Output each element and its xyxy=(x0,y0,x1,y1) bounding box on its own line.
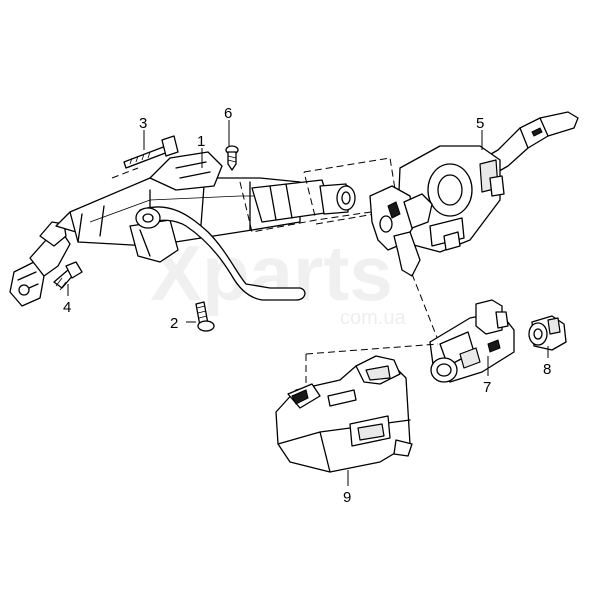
callout-3: 3 xyxy=(139,115,147,132)
watermark-subtext: com.ua xyxy=(340,307,406,329)
screw-2[interactable] xyxy=(195,301,215,332)
dashed-link-cover xyxy=(305,343,439,355)
callout-1: 1 xyxy=(197,133,205,150)
screw-6[interactable] xyxy=(225,145,239,171)
callout-4: 4 xyxy=(63,299,71,316)
callout-9: 9 xyxy=(343,489,351,506)
ignition-lock[interactable] xyxy=(429,299,515,383)
callout-5: 5 xyxy=(476,115,484,132)
combination-switch[interactable] xyxy=(369,111,579,277)
callout-2: 2 xyxy=(170,315,178,332)
column-cover[interactable] xyxy=(275,355,413,473)
dashed-link-switch xyxy=(411,273,439,341)
callout-8: 8 xyxy=(543,361,551,378)
adjustment-lever[interactable] xyxy=(135,206,306,301)
steering-column[interactable] xyxy=(9,151,399,307)
watermark-text: Xparts xyxy=(150,229,393,317)
bolt-4[interactable] xyxy=(53,261,83,291)
bolt-3[interactable] xyxy=(123,135,179,169)
callout-7: 7 xyxy=(483,379,491,396)
callout-6: 6 xyxy=(224,105,232,122)
lock-cylinder[interactable] xyxy=(528,315,567,351)
